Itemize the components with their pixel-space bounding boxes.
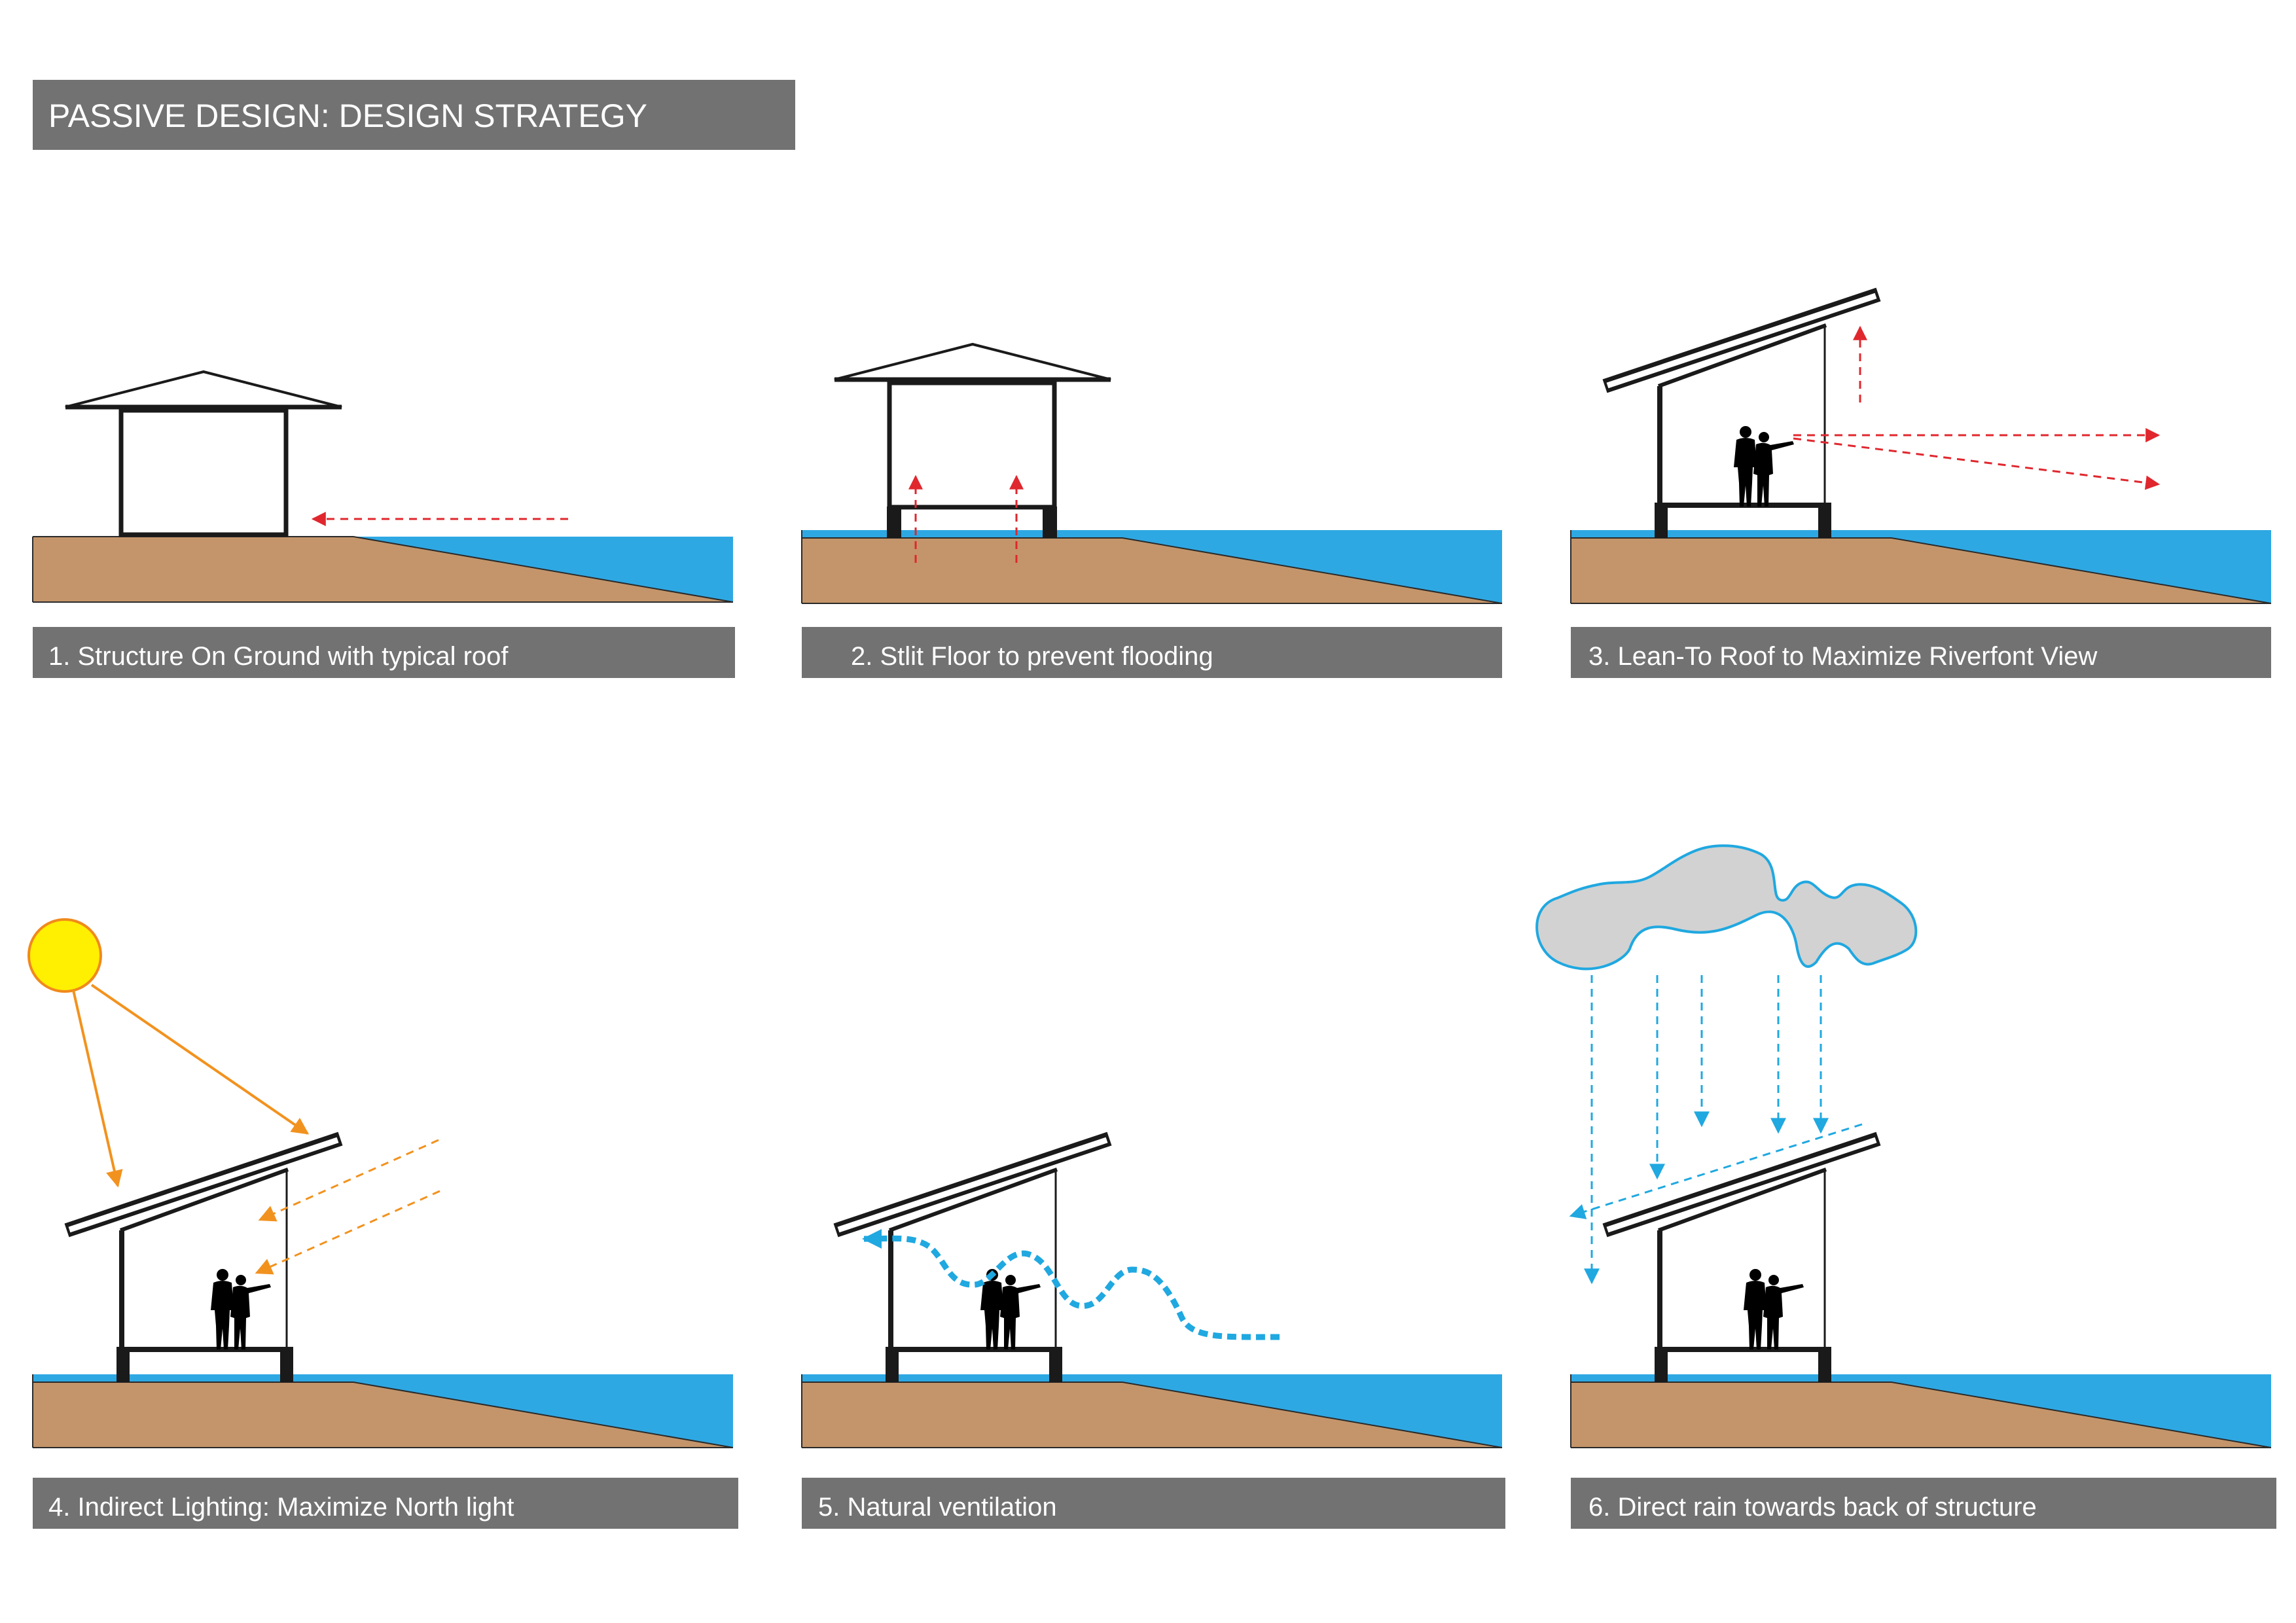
caption-bar-3 — [1571, 627, 2271, 678]
lean-to-house — [1605, 1139, 1878, 1382]
roof-runoff-arrow — [1569, 1123, 1863, 1219]
cloud-icon — [1535, 844, 1918, 971]
caption-bar-5 — [802, 1478, 1505, 1529]
caption-4: 4. Indirect Lighting: Maximize North lig… — [48, 1493, 514, 1522]
people-silhouette — [211, 1269, 271, 1349]
lean-to-house — [836, 1139, 1109, 1382]
panel-5: 5. Natural ventilation — [801, 1139, 1505, 1529]
north-light-arrow-2 — [255, 1190, 440, 1275]
caption-bar-6 — [1571, 1478, 2276, 1529]
sun-ray-1 — [72, 990, 123, 1188]
caption-1: 1. Structure On Ground with typical roof — [48, 642, 509, 671]
caption-bar-2 — [802, 627, 1502, 678]
panel-4: 4. Indirect Lighting: Maximize North lig… — [27, 918, 738, 1529]
sun-icon — [27, 918, 102, 993]
ground-and-water — [1570, 1374, 2272, 1448]
sun-ray-2 — [90, 984, 310, 1135]
house-typical-roof — [65, 370, 342, 537]
caption-2: 2. Stlit Floor to prevent flooding — [851, 642, 1213, 671]
view-arrow-down — [1793, 437, 2161, 490]
ground-and-water — [1570, 529, 2272, 604]
caption-3: 3. Lean-To Roof to Maximize Riverfont Vi… — [1588, 642, 2097, 671]
people-silhouette — [1744, 1269, 1804, 1349]
ground-and-water — [801, 1374, 1503, 1448]
caption-bar-4 — [33, 1478, 738, 1529]
ventilation-airflow — [862, 1228, 1280, 1340]
caption-bar-1 — [33, 627, 735, 678]
panel-2: 2. Stlit Floor to prevent flooding — [801, 342, 1503, 678]
caption-6: 6. Direct rain towards back of structure — [1588, 1493, 2037, 1522]
page-title: PASSIVE DESIGN: DESIGN STRATEGY — [48, 98, 647, 134]
house-on-stilts — [834, 342, 1111, 538]
people-silhouette — [1734, 426, 1794, 507]
people-silhouette — [980, 1269, 1041, 1349]
panel-6: 6. Direct rain towards back of structure — [1535, 844, 2276, 1529]
lean-to-house — [67, 1139, 340, 1382]
title-bar-bg — [33, 80, 795, 150]
north-light-arrow-1 — [258, 1139, 439, 1222]
panel-3: 3. Lean-To Roof to Maximize Riverfont Vi… — [1570, 294, 2272, 678]
caption-5: 5. Natural ventilation — [818, 1493, 1057, 1522]
ground-and-water — [32, 1374, 734, 1448]
title-bar: PASSIVE DESIGN: DESIGN STRATEGY — [33, 80, 795, 150]
panel-1: 1. Structure On Ground with typical roof — [32, 370, 735, 678]
ground-and-water — [801, 529, 1503, 604]
ground-and-water — [32, 536, 734, 603]
